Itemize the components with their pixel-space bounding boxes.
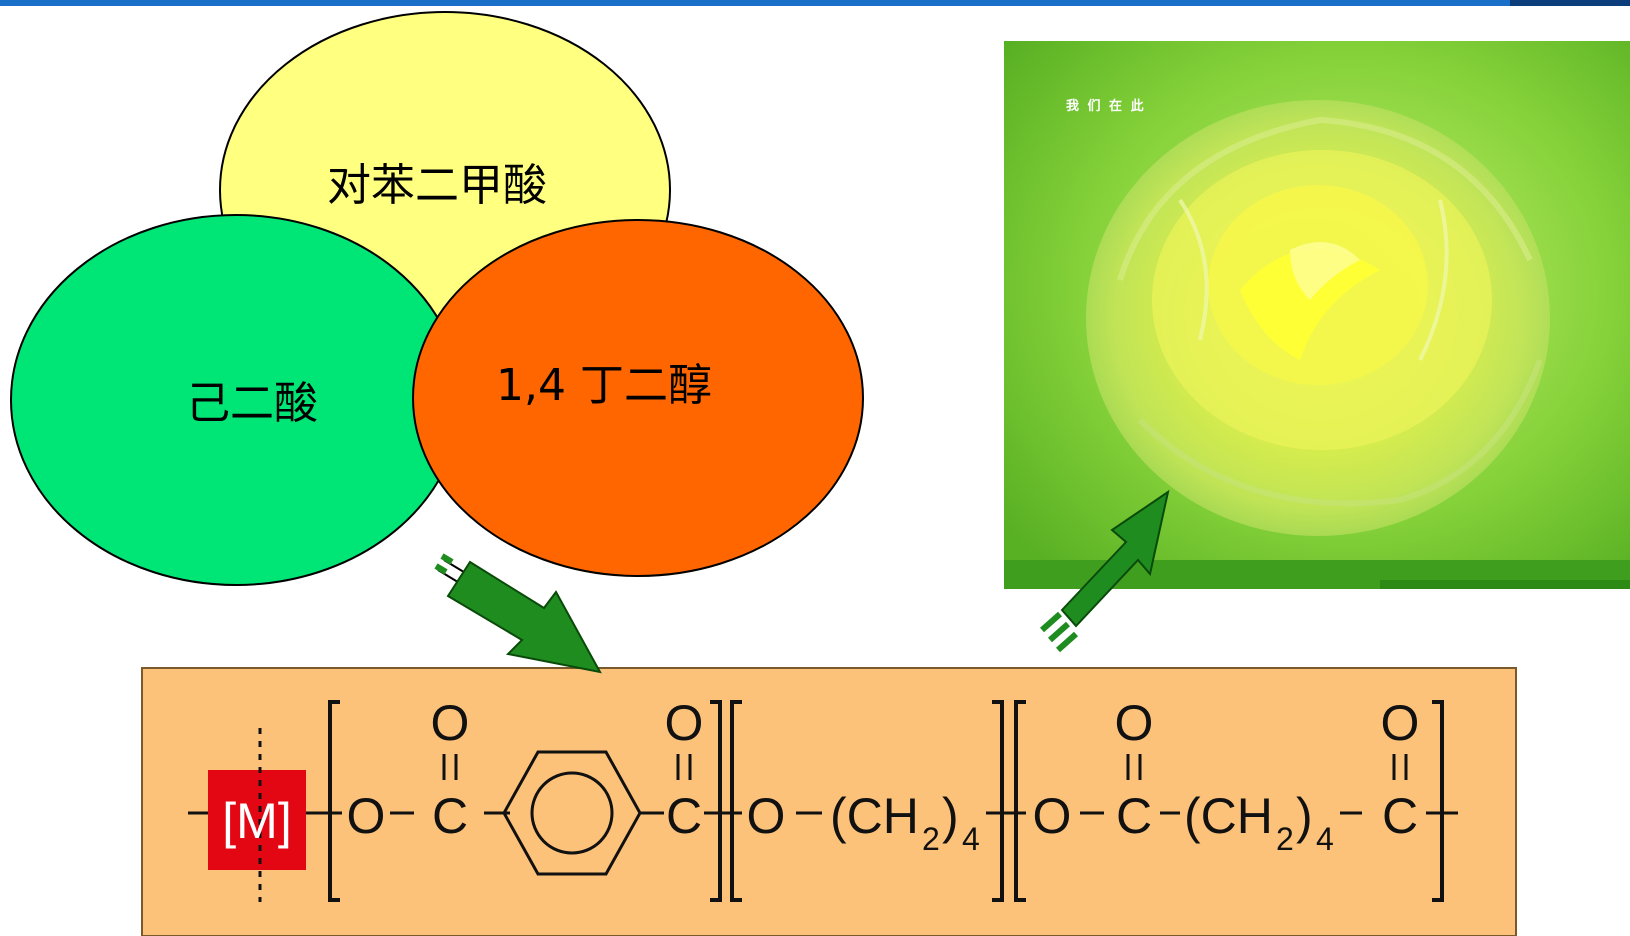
atom-c-4: C <box>1382 788 1418 844</box>
ch2-close-2: ) <box>1296 788 1313 844</box>
arrow-down-right <box>434 553 602 674</box>
marker-label: [M] <box>222 793 291 849</box>
ch2-sub-4-1: 4 <box>962 821 980 857</box>
atom-c-2: C <box>666 788 702 844</box>
marker-box <box>208 770 306 870</box>
header-bar <box>0 0 1630 6</box>
atom-o-carbonyl-4: O <box>1381 695 1420 751</box>
atom-o-carbonyl-2: O <box>665 695 704 751</box>
formula-box <box>141 667 1517 936</box>
atom-c-1: C <box>432 788 468 844</box>
ch2-sub-2-1: 2 <box>922 821 940 857</box>
ch2-sub-2-2: 2 <box>1276 821 1294 857</box>
photo-caption: 我 们 在 此 <box>1066 98 1146 114</box>
atom-o-1: O <box>347 788 386 844</box>
ch2-group-1: (CH <box>830 788 919 844</box>
benzene-ring <box>502 750 642 876</box>
ch2-close-1: ) <box>942 788 959 844</box>
atom-c-3: C <box>1116 788 1152 844</box>
reactant-label-terephthalic: 对苯二甲酸 <box>327 160 547 211</box>
arrow-up-right <box>1040 489 1170 653</box>
ch2-sub-4-2: 4 <box>1316 821 1334 857</box>
ch2-group-2: (CH <box>1184 788 1273 844</box>
atom-o-carbonyl-3: O <box>1115 695 1154 751</box>
reactant-label-adipic: 己二酸 <box>186 378 318 429</box>
reactant-ellipse-butanediol <box>412 219 864 577</box>
header-bar-accent <box>1510 0 1630 6</box>
atom-o-3: O <box>1033 788 1072 844</box>
atom-o-carbonyl-1: O <box>431 695 470 751</box>
atom-o-2: O <box>747 788 786 844</box>
reactant-label-butanediol: 1,4 丁二醇 <box>496 360 712 411</box>
